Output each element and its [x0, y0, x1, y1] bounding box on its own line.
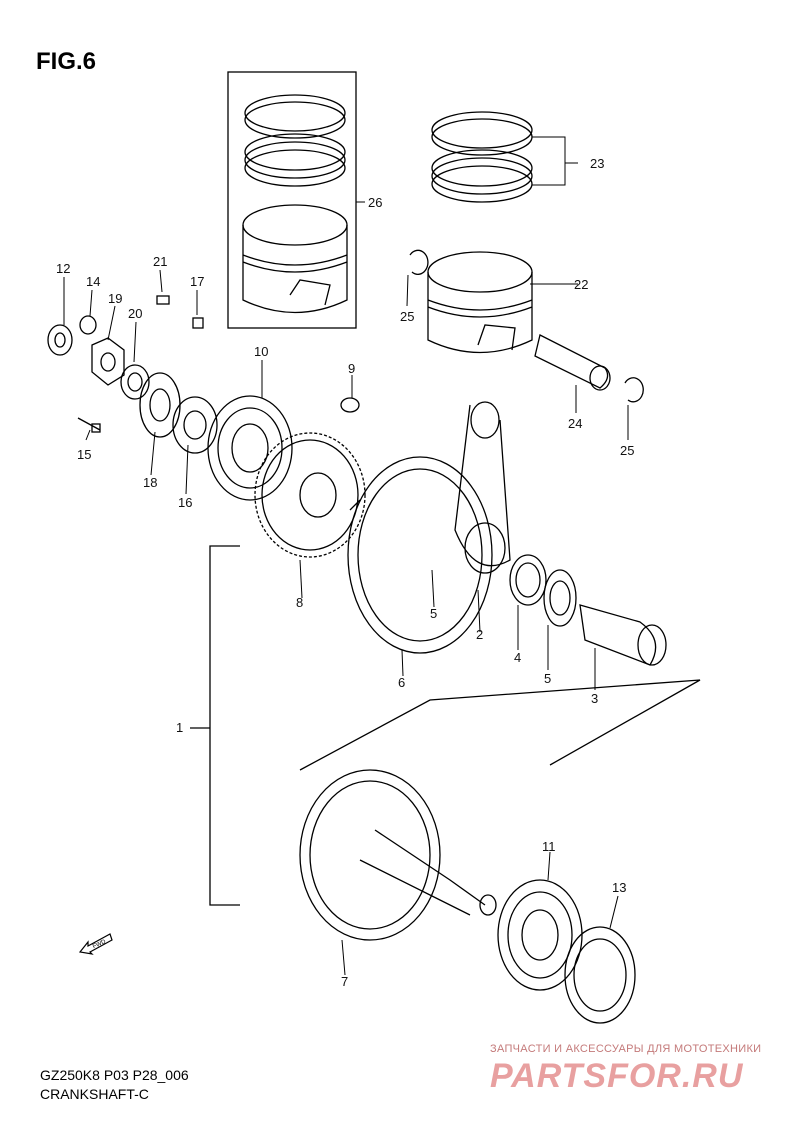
part-label: 19	[108, 291, 123, 306]
part-label: 24	[568, 416, 583, 431]
forward-arrow-icon: FWD	[78, 933, 113, 955]
part-label: 3	[591, 691, 599, 706]
part-label: 25	[620, 443, 635, 458]
part-label: 1	[176, 720, 184, 735]
part-label: 21	[153, 254, 168, 269]
part-label: 4	[514, 650, 522, 665]
part-label: 25	[400, 309, 415, 324]
part-label: 12	[56, 261, 71, 276]
fig-title: FIG.6	[36, 48, 97, 75]
part-label: 10	[254, 344, 269, 359]
bearing-11	[497, 879, 583, 991]
fwd-label: FWD	[92, 939, 108, 950]
piston-set-box	[227, 71, 357, 329]
washer-12	[47, 324, 73, 356]
part-label: 8	[296, 595, 304, 610]
piston-rings-23	[431, 111, 533, 203]
crank-pin-3	[579, 604, 667, 666]
part-label: 2	[476, 627, 484, 642]
part-label: 22	[574, 277, 589, 292]
connecting-rod-2	[454, 401, 511, 574]
crank-web-7	[299, 769, 497, 941]
washer-20	[120, 364, 150, 400]
diagram-name: CRANKSHAFT-C	[40, 1086, 149, 1102]
watermark-tagline: ЗАПЧАСТИ И АКСЕССУАРЫ ДЛЯ МОТОТЕХНИКИ	[490, 1043, 762, 1055]
part-label: 20	[128, 306, 143, 321]
gear-18	[139, 372, 181, 438]
pin-17	[192, 317, 204, 329]
watermark-logo: PARTSFOR.RU	[490, 1057, 744, 1095]
part-label: 26	[368, 195, 383, 210]
part-label: 18	[143, 475, 158, 490]
piston-22	[427, 251, 533, 354]
bolt-15	[77, 417, 101, 433]
bearing-10	[207, 395, 293, 501]
assembly-bracket-1	[209, 545, 240, 906]
oil-seal-13	[564, 926, 636, 1024]
part-label: 7	[341, 974, 349, 989]
piston-rings-26	[244, 94, 346, 187]
part-label: 15	[77, 447, 92, 462]
key-9	[340, 397, 360, 413]
lockwasher-14	[79, 315, 97, 335]
part-label: 11	[542, 839, 556, 854]
circlip-25-left	[409, 249, 429, 275]
part-label: 23	[590, 156, 605, 171]
part-label: 13	[612, 880, 627, 895]
part-label: 6	[398, 675, 406, 690]
gear-8	[254, 432, 366, 558]
crank-web-6	[347, 456, 493, 654]
key-21	[156, 295, 170, 305]
part-label: 9	[348, 361, 356, 376]
needle-bearing-4	[509, 554, 547, 606]
part-label: 5	[430, 606, 438, 621]
part-label: 16	[178, 495, 193, 510]
diagram-code: GZ250K8 P03 P28_006	[40, 1067, 189, 1083]
gear-16	[172, 396, 218, 454]
washer-5	[543, 569, 577, 627]
part-label: 5	[544, 671, 552, 686]
piston-26	[242, 204, 348, 314]
circlip-25-right	[624, 377, 644, 403]
nut-19	[91, 337, 125, 386]
part-label: 14	[86, 274, 101, 289]
piston-pin-24	[534, 334, 611, 391]
part-label: 17	[190, 274, 205, 289]
